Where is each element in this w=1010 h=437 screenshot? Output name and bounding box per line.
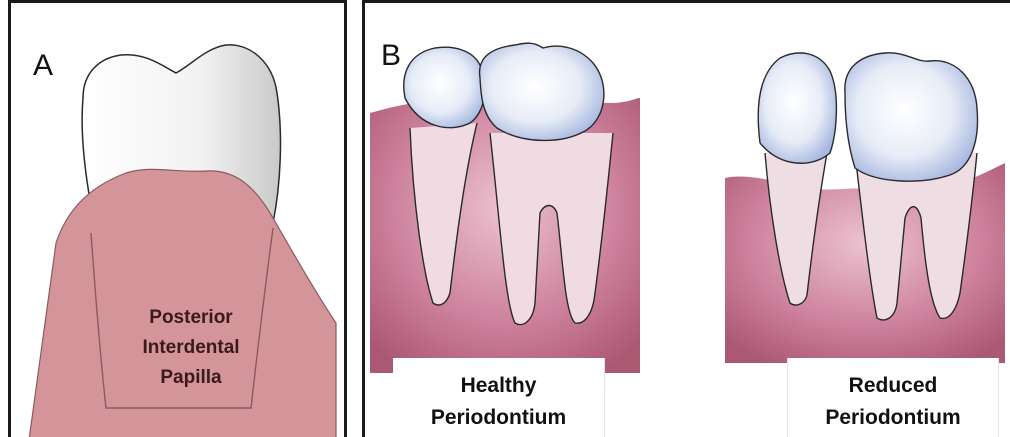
panel-b: B Healthy Periodontium Reduced Periodont… <box>362 0 1010 437</box>
caption-healthy: Healthy Periodontium <box>393 358 605 437</box>
panel-b-letter: B <box>381 39 401 73</box>
papilla-label-line: Papilla <box>101 363 281 393</box>
reduced-crown-right <box>845 53 978 181</box>
panel-a-letter: A <box>33 49 53 83</box>
papilla-label-line: Interdental <box>101 333 281 363</box>
caption-healthy-line: Periodontium <box>393 402 604 434</box>
caption-reduced-line: Periodontium <box>788 402 998 434</box>
caption-reduced: Reduced Periodontium <box>787 358 999 437</box>
reduced-crown-left <box>758 53 836 163</box>
caption-reduced-line: Reduced <box>788 370 998 402</box>
papilla-label-line: Posterior <box>101 303 281 333</box>
caption-healthy-line: Healthy <box>393 370 604 402</box>
papilla-label: Posterior Interdental Papilla <box>101 303 281 393</box>
panel-a: A Posterior Interdental Papilla <box>8 0 347 437</box>
healthy-crown-right <box>480 43 604 140</box>
